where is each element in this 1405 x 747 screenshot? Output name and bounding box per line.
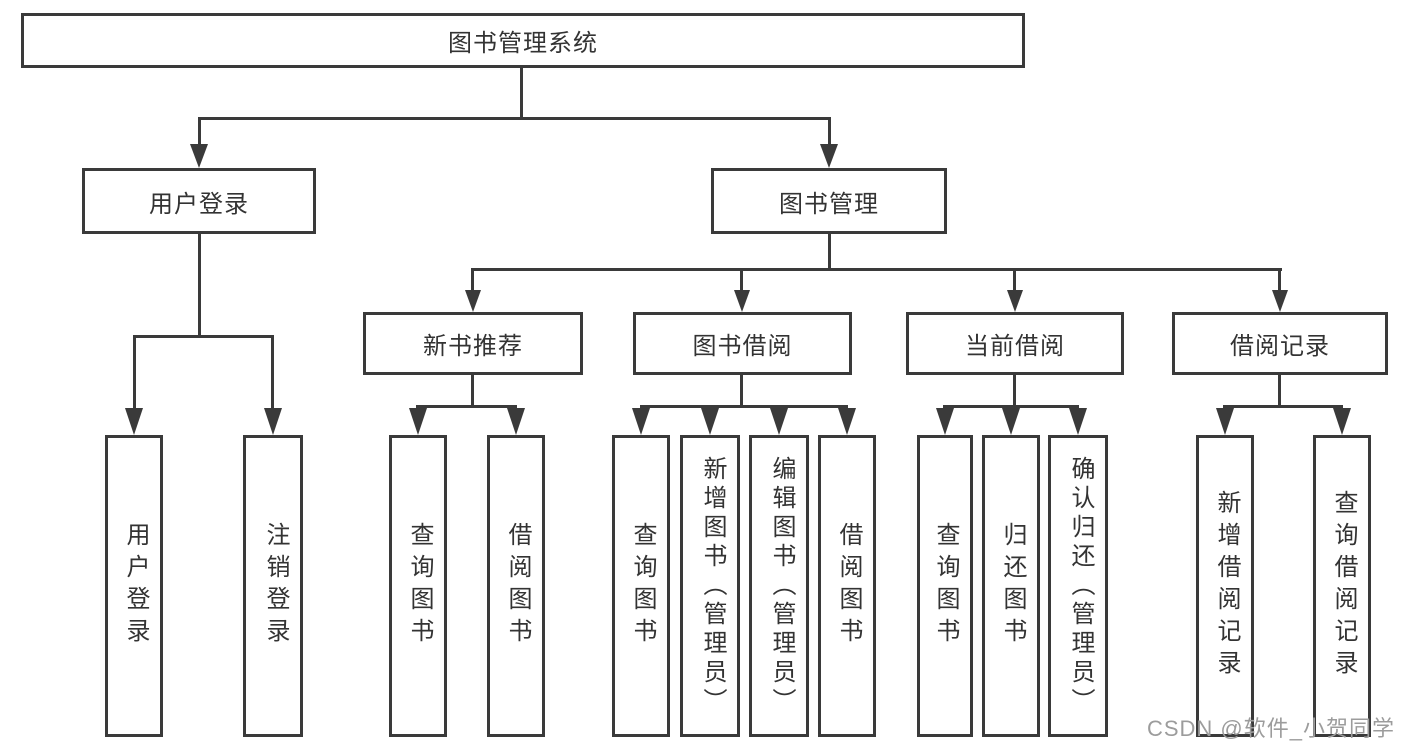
node-current-borrow: 当前借阅: [906, 312, 1124, 375]
arrow-down-icon: [1272, 290, 1288, 312]
connector-root-stem: [520, 68, 523, 118]
node-newrec-borrow-books: 借阅图书: [487, 435, 545, 737]
connector-stem-new-book: [471, 268, 474, 294]
connector-user-login-stem: [198, 234, 201, 337]
connector-groupD-stem: [1278, 375, 1281, 407]
connector-stem-current-borrow: [1013, 268, 1016, 294]
arrow-down-icon: [190, 144, 208, 168]
connector-stem-book-borrow: [740, 268, 743, 294]
arrow-down-icon: [838, 408, 856, 435]
node-records-query-record: 查询借阅记录: [1313, 435, 1371, 737]
arrow-down-icon: [936, 408, 954, 435]
connector-groupC-stem: [1013, 375, 1016, 407]
node-logout-action: 注销登录: [243, 435, 303, 737]
connector-level3-rail: [471, 268, 1282, 271]
arrow-down-icon: [1002, 408, 1020, 435]
arrow-down-icon: [632, 408, 650, 435]
watermark: CSDN @软件_小贺同学: [1146, 716, 1395, 741]
connector-level1-rail: [198, 117, 831, 120]
arrow-down-icon: [820, 144, 838, 168]
arrow-down-icon: [734, 290, 750, 312]
node-newrec-query-books: 查询图书: [389, 435, 447, 737]
node-records-add-record: 新增借阅记录: [1196, 435, 1254, 737]
node-borrow-query-books: 查询图书: [612, 435, 670, 737]
arrow-down-icon: [507, 408, 525, 435]
node-current-query-books: 查询图书: [917, 435, 973, 737]
node-borrow-add-books-admin: 新增图书（管理员）: [680, 435, 740, 737]
arrow-down-icon: [1069, 408, 1087, 435]
node-borrow-edit-books-admin: 编辑图书（管理员）: [749, 435, 809, 737]
connector-stem-login: [133, 335, 136, 411]
node-book-management: 图书管理: [711, 168, 947, 234]
node-borrow-borrow-books: 借阅图书: [818, 435, 876, 737]
arrow-down-icon: [409, 408, 427, 435]
connector-groupB-stem: [740, 375, 743, 407]
arrow-down-icon: [1216, 408, 1234, 435]
arrow-down-icon: [701, 408, 719, 435]
connector-stem-user-login: [198, 117, 201, 147]
node-current-confirm-return-admin: 确认归还（管理员）: [1048, 435, 1108, 737]
node-new-book-recommend: 新书推荐: [363, 312, 583, 375]
connector-groupA-rail: [416, 405, 517, 408]
connector-stem-borrow-records: [1278, 268, 1281, 294]
connector-book-management-stem: [828, 234, 831, 271]
connector-stem-book-management: [828, 117, 831, 147]
arrow-down-icon: [264, 408, 282, 435]
node-user-login-action: 用户登录: [105, 435, 163, 737]
node-current-return-books: 归还图书: [982, 435, 1040, 737]
node-user-login: 用户登录: [82, 168, 316, 234]
arrow-down-icon: [465, 290, 481, 312]
node-book-borrow: 图书借阅: [633, 312, 852, 375]
arrow-down-icon: [125, 408, 143, 435]
arrow-down-icon: [1333, 408, 1351, 435]
connector-groupD-rail: [1223, 405, 1343, 408]
connector-user-login-rail: [133, 335, 274, 338]
connector-stem-logout: [271, 335, 274, 411]
node-root: 图书管理系统: [21, 13, 1025, 68]
connector-groupB-rail: [640, 405, 848, 408]
connector-groupA-stem: [471, 375, 474, 407]
node-borrow-records: 借阅记录: [1172, 312, 1388, 375]
arrow-down-icon: [770, 408, 788, 435]
arrow-down-icon: [1007, 290, 1023, 312]
